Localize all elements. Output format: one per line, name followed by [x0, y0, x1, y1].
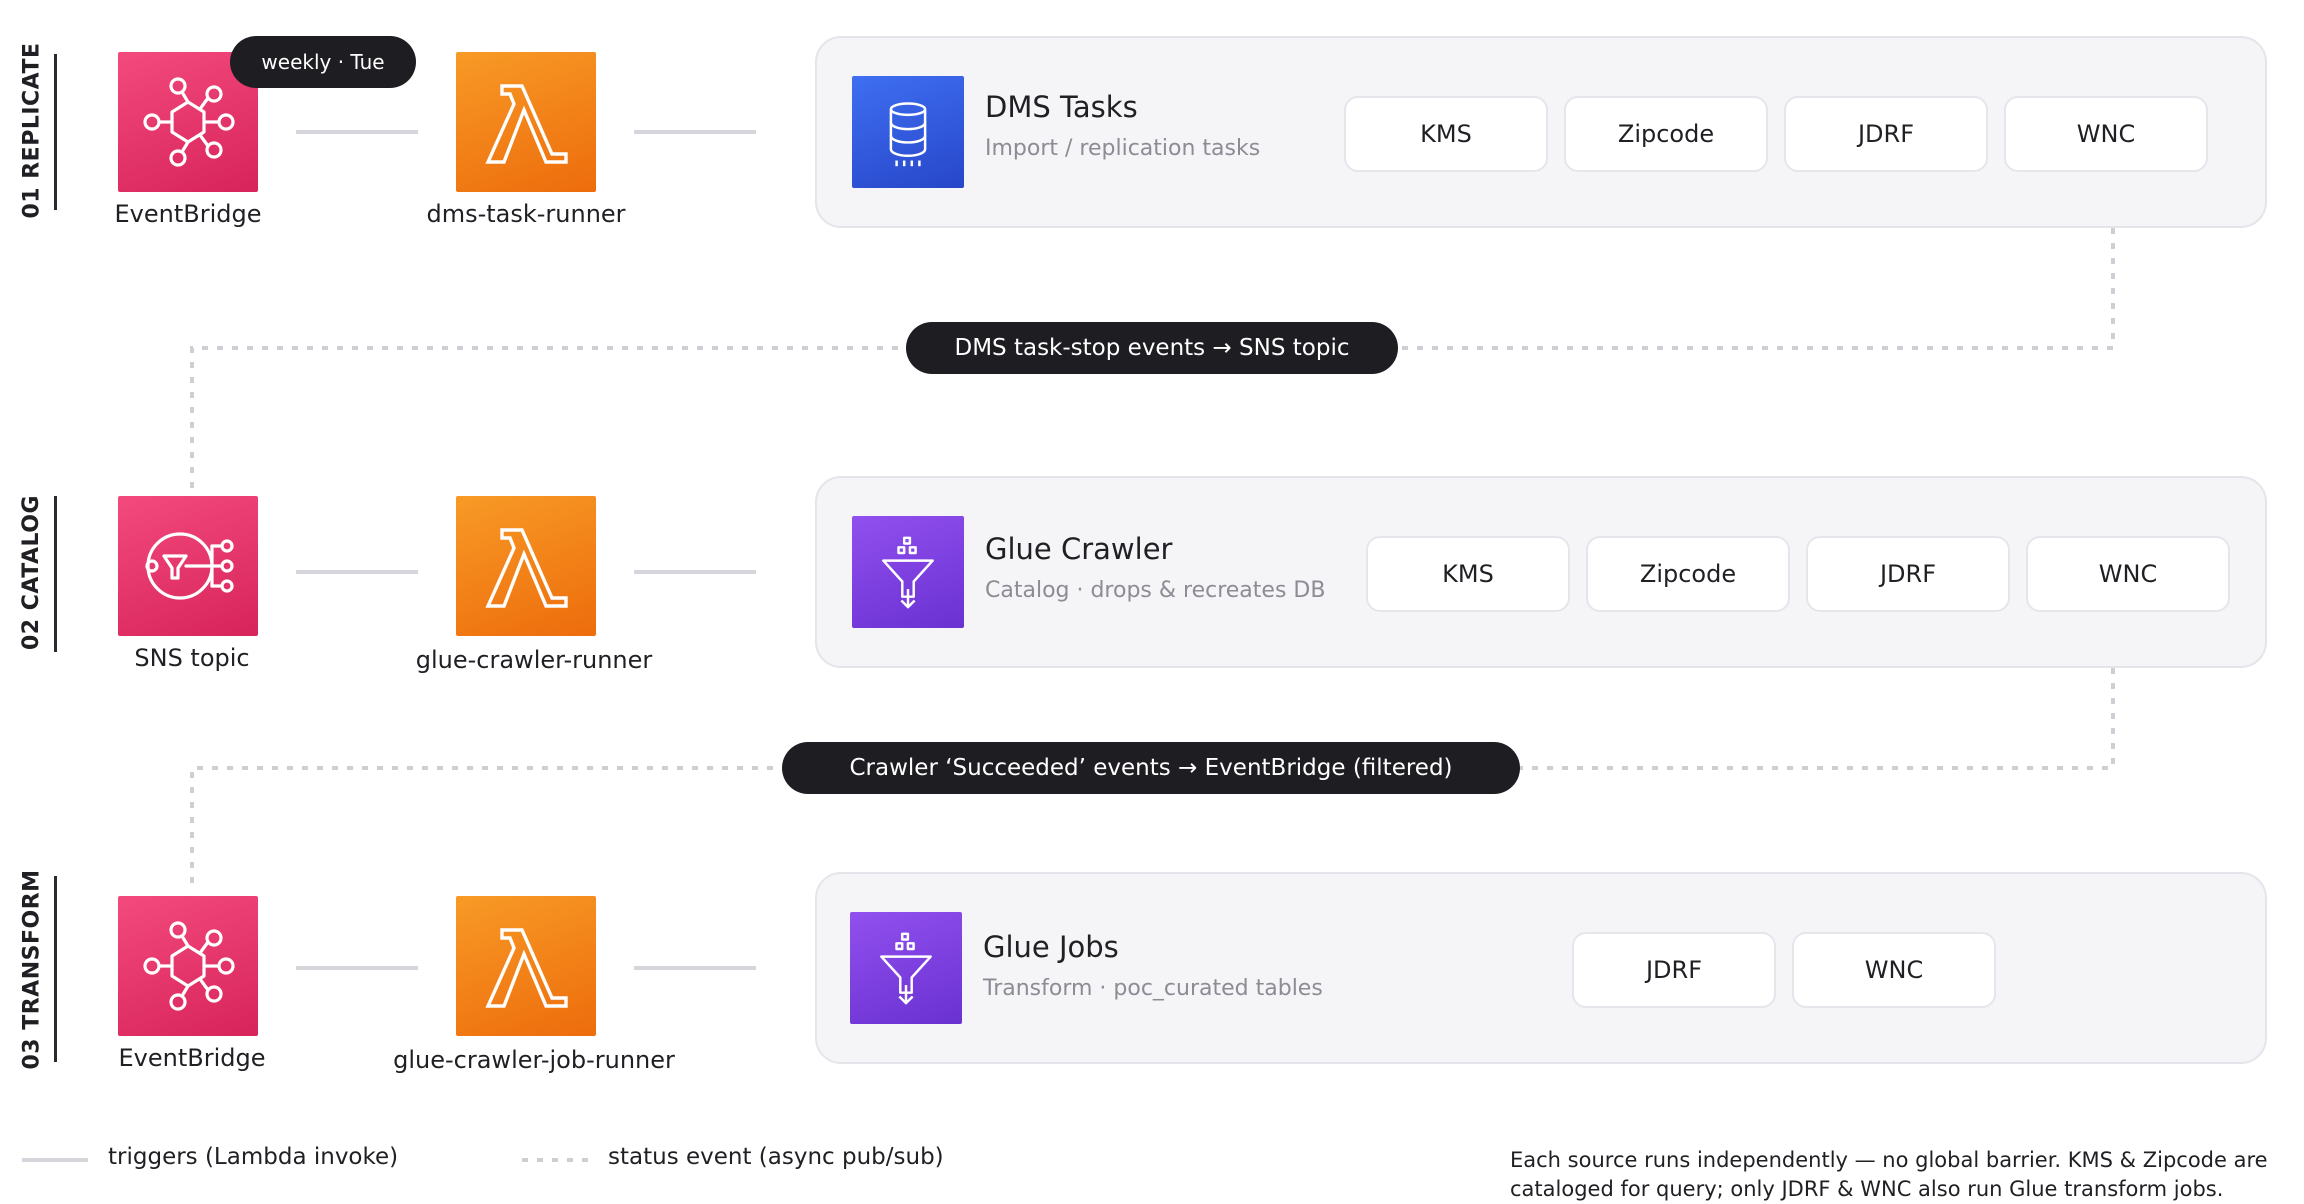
eventbridge-icon[interactable]	[118, 52, 258, 192]
trigger-caption: EventBridge	[114, 200, 262, 228]
service-subtitle: Catalog · drops & recreates DB	[985, 578, 1326, 603]
source-chip-jdrf[interactable]: JDRF	[1784, 96, 1988, 172]
event-pill-crawler-succeeded: Crawler ‘Succeeded’ events → EventBridge…	[782, 742, 1520, 794]
stage-label-replicate: 01 REPLICATE	[19, 41, 45, 219]
eventbridge-icon[interactable]	[118, 896, 258, 1036]
service-title: DMS Tasks	[985, 90, 1138, 124]
footnote-line: cataloged for query; only JDRF & WNC als…	[1510, 1177, 2224, 1201]
legend-dashed-label: status event (async pub/sub)	[608, 1144, 944, 1170]
stage-label-transform: 03 TRANSFORM	[19, 868, 45, 1070]
footnote: Each source runs independently — no glob…	[1510, 1146, 2290, 1204]
source-chip-wnc[interactable]: WNC	[2004, 96, 2208, 172]
service-panel-glue-jobs: Glue Jobs Transform · poc_curated tables…	[815, 872, 2267, 1064]
source-chip-kms[interactable]: KMS	[1366, 536, 1570, 612]
source-chip-jdrf[interactable]: JDRF	[1572, 932, 1776, 1008]
lambda-icon[interactable]	[456, 52, 596, 192]
footnote-line: Each source runs independently — no glob…	[1510, 1148, 2268, 1172]
service-title: Glue Crawler	[985, 532, 1173, 566]
stage-label-catalog: 02 CATALOG	[19, 494, 45, 650]
stage-bar	[54, 54, 57, 210]
lambda-caption: glue-crawler-runner	[415, 646, 653, 674]
source-chip-wnc[interactable]: WNC	[1792, 932, 1996, 1008]
lambda-icon[interactable]	[456, 496, 596, 636]
glue-funnel-icon	[852, 516, 964, 628]
source-chip-kms[interactable]: KMS	[1344, 96, 1548, 172]
source-chip-jdrf[interactable]: JDRF	[1806, 536, 2010, 612]
service-panel-dms: DMS Tasks Import / replication tasks KMS…	[815, 36, 2267, 228]
legend-solid-label: triggers (Lambda invoke)	[108, 1144, 399, 1170]
glue-funnel-icon	[850, 912, 962, 1024]
service-subtitle: Transform · poc_curated tables	[983, 976, 1323, 1001]
service-title: Glue Jobs	[983, 930, 1119, 964]
status-event-line	[190, 668, 2115, 886]
source-chip-wnc[interactable]: WNC	[2026, 536, 2230, 612]
dms-database-icon	[852, 76, 964, 188]
stage-bar	[54, 496, 57, 652]
service-panel-glue-crawler: Glue Crawler Catalog · drops & recreates…	[815, 476, 2267, 668]
schedule-badge: weekly · Tue	[230, 36, 416, 88]
source-chip-zipcode[interactable]: Zipcode	[1586, 536, 1790, 612]
service-subtitle: Import / replication tasks	[985, 136, 1261, 161]
source-chip-zipcode[interactable]: Zipcode	[1564, 96, 1768, 172]
stage-bar	[54, 876, 57, 1062]
lambda-caption: dms-task-runner	[426, 200, 626, 228]
trigger-caption: EventBridge	[118, 1044, 266, 1072]
event-pill-dms-stop: DMS task-stop events → SNS topic	[906, 322, 1398, 374]
lambda-caption: glue-crawler-job-runner	[393, 1046, 675, 1074]
sns-icon[interactable]	[118, 496, 258, 636]
trigger-caption: SNS topic	[134, 644, 250, 672]
lambda-icon[interactable]	[456, 896, 596, 1036]
